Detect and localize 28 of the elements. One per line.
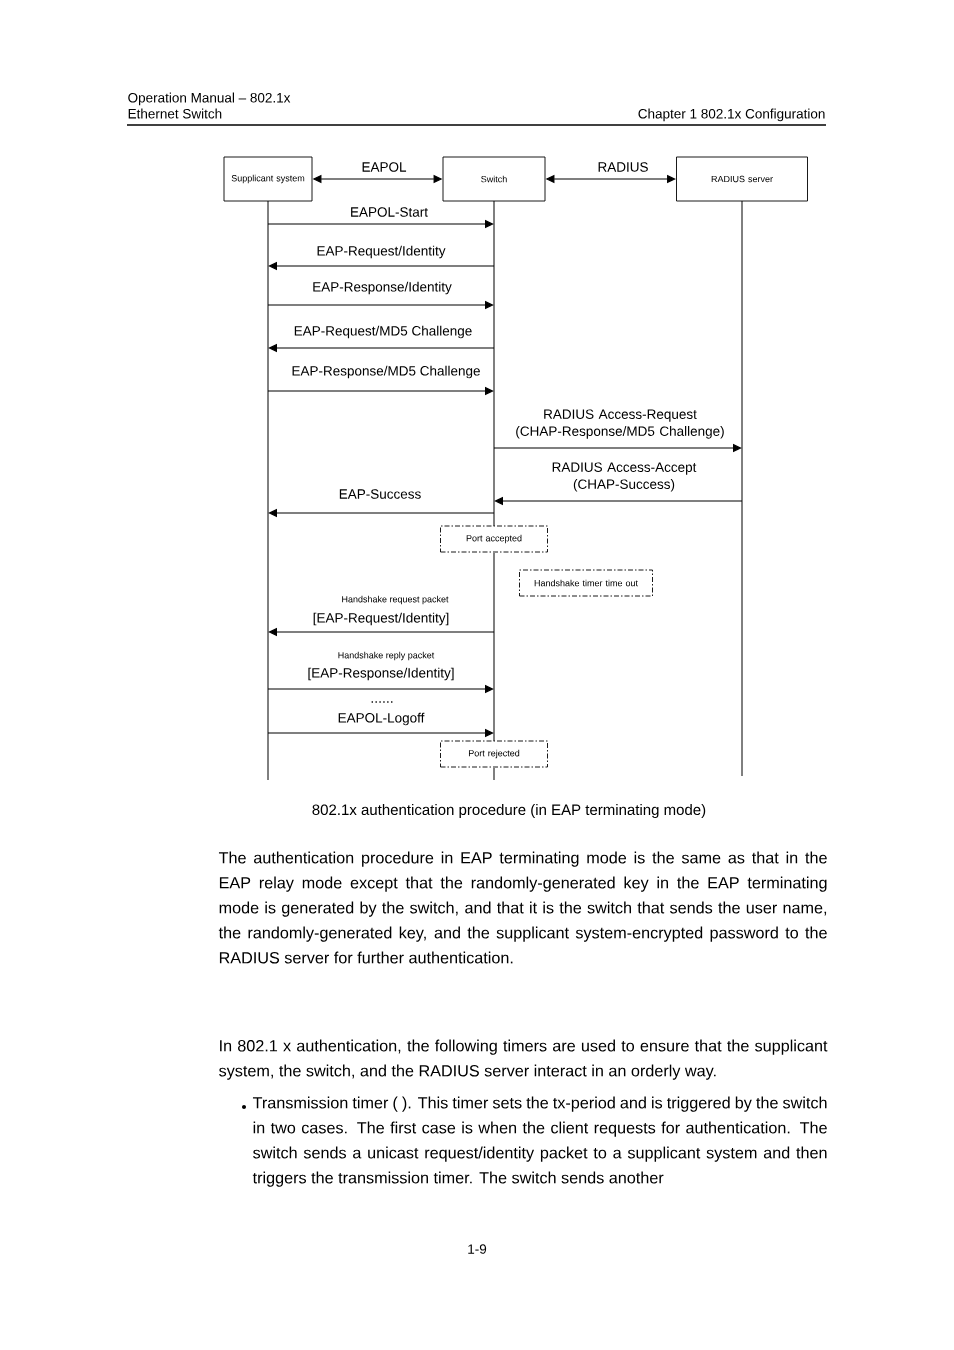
edge-label: RADIUS bbox=[598, 162, 648, 172]
edge-label: EAPOL bbox=[362, 162, 407, 172]
ellipsis: ...... bbox=[371, 701, 393, 703]
caption: 802.1x authentication procedure (in EAP terminating mode) bbox=[312, 804, 706, 818]
paragraph: In 802.1 x authentication, the following timers are used to ensure that the supplicant system, the switch, and the RADIUS server interact in an orderly way. bbox=[219, 1039, 828, 1080]
note-text: Handshake request packet bbox=[342, 595, 449, 605]
paragraph: The authentication procedure in EAP terminating mode is the same as that in the EAP relay mode except that the randomly-generated key in the EAP terminating mode is generated by the switch, and that it is the switch that sends the user name, the randomly-generated key, and the supplicant system-encrypted password to the RADIUS server for further authentication. bbox=[218, 851, 827, 964]
edge-label: [EAP-Response/Identity] bbox=[308, 667, 454, 681]
paragraph: Transmission timer ( ). This timer sets the tx-period and is triggered by the switch in two cases. The first case is when the client requests for authentication. The switch sends a unicast request/identity packet to a supplicant system and then triggers the transmission timer. The switch sends another bbox=[252, 1096, 827, 1187]
edge-label: EAP-Request/MD5 Challenge bbox=[294, 325, 472, 339]
participant-box: Supplicant system bbox=[223, 156, 313, 202]
edge-label: EAP-Success bbox=[339, 489, 421, 499]
edge-label: [EAP-Request/Identity] bbox=[313, 612, 449, 626]
edge-label: EAP-Request/Identity bbox=[317, 245, 446, 259]
participant-box: RADIUS server bbox=[676, 156, 808, 202]
edge-label: RADIUS Access-Request (CHAP-Response/MD5 Challenge) bbox=[516, 409, 724, 439]
participant-box: Switch bbox=[442, 156, 546, 202]
edge-label: EAPOL-Start bbox=[351, 207, 428, 217]
edge-label: EAP-Response/MD5 Challenge bbox=[292, 365, 480, 379]
state-box: Handshake timer time out bbox=[519, 569, 653, 597]
note-text: Handshake reply packet bbox=[338, 651, 435, 661]
header-text: Ethernet Switch bbox=[128, 108, 222, 119]
page-number: 1-9 bbox=[468, 1244, 487, 1254]
edge-label: EAP-Response/Identity bbox=[313, 281, 452, 295]
header-text: Operation Manual – 802.1x bbox=[128, 92, 291, 106]
edge-label: RADIUS Access-Accept (CHAP-Success) bbox=[552, 462, 697, 492]
edge-label: EAPOL-Logoff bbox=[338, 712, 425, 726]
header-text: Chapter 1 802.1x Configuration bbox=[638, 108, 825, 122]
